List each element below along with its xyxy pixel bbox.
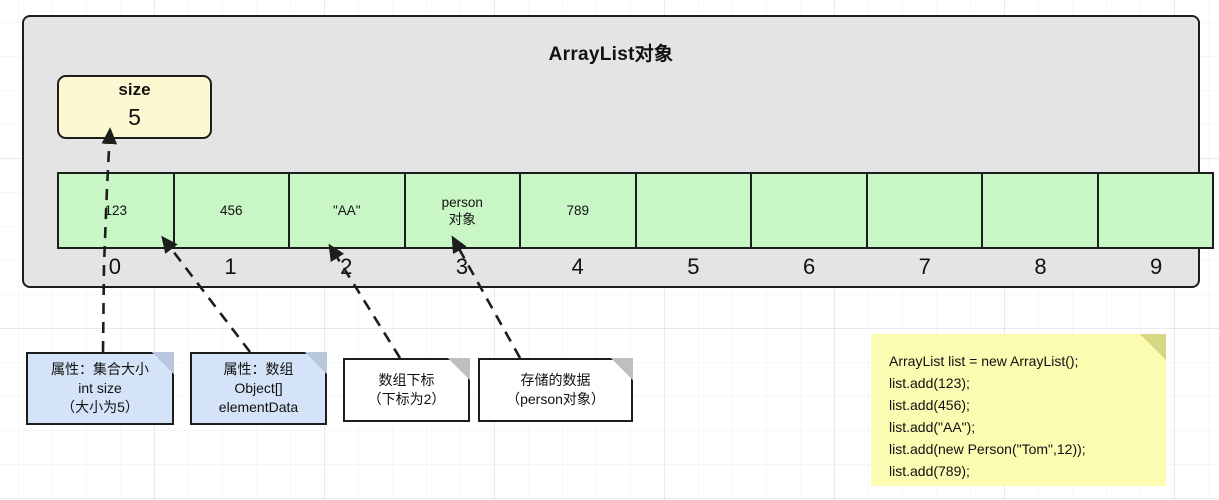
page-title: ArrayList对象 (548, 44, 674, 65)
note-fold-corner-icon (1140, 334, 1166, 360)
note-stored-data: 存储的数据 （person对象） (478, 358, 633, 422)
code-line: list.add(123); (889, 375, 970, 391)
array-cell: 123 (59, 174, 175, 247)
note-size-attribute: 属性：集合大小 int size （大小为5） (26, 352, 174, 425)
array-cell: 789 (521, 174, 637, 247)
array-index-label: 9 (1150, 254, 1163, 279)
array-index-labels: 0 1 2 3 4 5 6 7 8 9 (57, 251, 1214, 283)
size-field-value: 5 (128, 104, 141, 130)
array-cell (636, 174, 752, 247)
array-index-label: 6 (802, 254, 816, 279)
array-index-label: 7 (918, 254, 931, 279)
array-cell: 456 (174, 174, 290, 247)
array-index-label: 5 (687, 254, 700, 279)
size-field-box: size 5 (57, 75, 212, 139)
array-cell (752, 174, 868, 247)
note-text: 数组下标 （下标为2） (367, 372, 446, 407)
code-line: list.add("AA"); (889, 419, 976, 435)
array-cell: "AA" (290, 174, 406, 247)
array-index-label: 1 (224, 254, 237, 279)
code-snippet-note: ArrayList list = new ArrayList(); list.a… (871, 334, 1166, 486)
element-data-array: 123 456 "AA" person 对象 789 (57, 172, 1214, 249)
note-elementdata-attribute: 属性：数组 Object[] elementData (190, 352, 327, 425)
note-fold-corner-icon (448, 358, 470, 380)
array-index-label: 3 (455, 254, 469, 279)
arraylist-object-container: ArrayList对象 size 5 123 456 "AA" person 对… (22, 15, 1214, 288)
note-array-index: 数组下标 （下标为2） (343, 358, 470, 422)
note-fold-corner-icon (305, 352, 327, 374)
array-index-label: 8 (1034, 254, 1047, 279)
note-text: 属性：集合大小 int size （大小为5） (51, 361, 149, 415)
note-text: 属性：数组 Object[] elementData (218, 361, 299, 415)
code-line: ArrayList list = new ArrayList(); (889, 353, 1079, 369)
array-cell: person 对象 (405, 174, 521, 247)
array-index-label: 4 (571, 254, 584, 279)
array-index-label: 0 (108, 254, 121, 279)
note-fold-corner-icon (152, 352, 174, 374)
size-field-label: size (118, 80, 151, 99)
note-text: 存储的数据 （person对象） (506, 372, 605, 407)
code-line: list.add(456); (889, 397, 970, 413)
array-cell (1098, 174, 1212, 247)
array-index-label: 2 (340, 254, 353, 279)
code-line: list.add(new Person("Tom",12)); (889, 441, 1086, 457)
array-cell (983, 174, 1099, 247)
code-line: list.add(789); (889, 463, 970, 479)
note-fold-corner-icon (611, 358, 633, 380)
array-cell (867, 174, 983, 247)
